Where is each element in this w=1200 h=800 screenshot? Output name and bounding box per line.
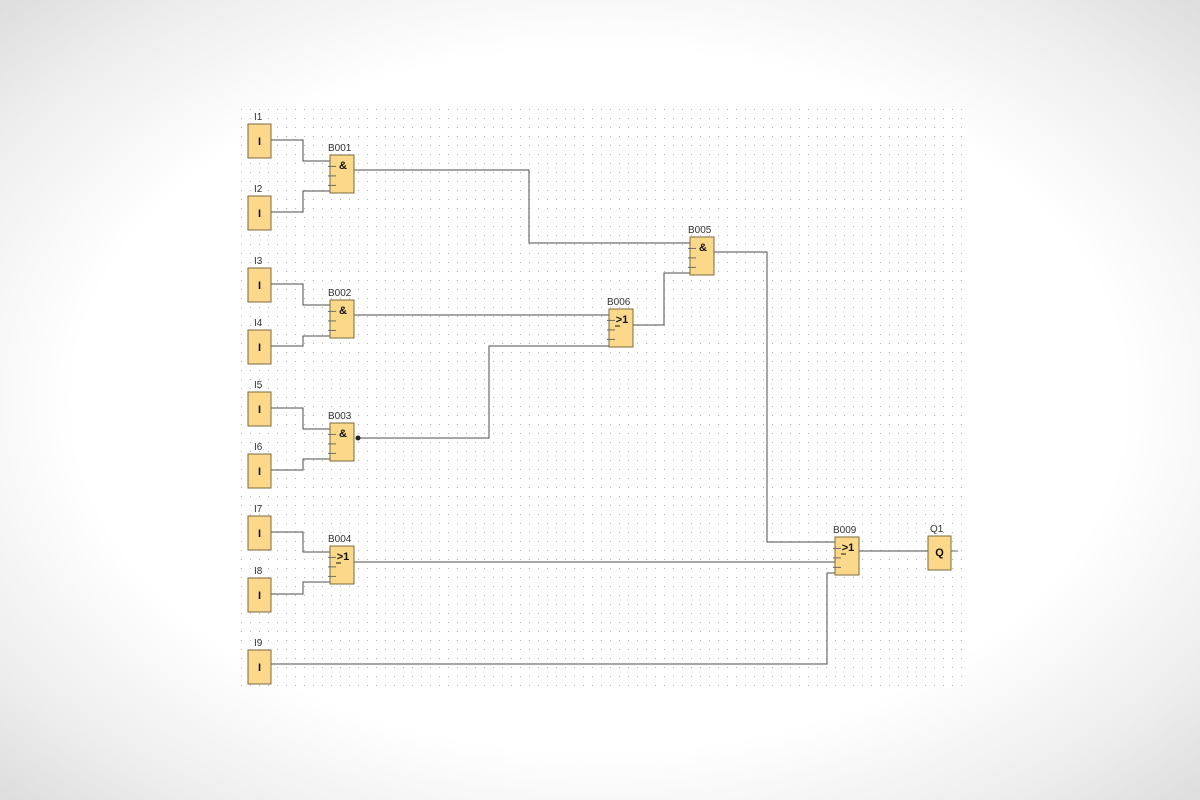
input-label: I9 (254, 638, 263, 649)
wire-b006 (633, 272, 690, 326)
gate-label: B001 (328, 143, 352, 154)
gate-label: B006 (607, 297, 631, 308)
blocks-layer: I1II2II3II4II5II6II7II8II9IB001&B002&B00… (247, 112, 958, 685)
gate-box (329, 422, 355, 462)
gate-block-b001[interactable]: B001 & (328, 143, 355, 194)
gate-box (329, 154, 355, 194)
gate-block-b009[interactable]: B009 >1 (833, 525, 860, 576)
wire-i6 (271, 458, 330, 471)
gate-symbol: & (339, 305, 347, 317)
input-block-i6[interactable]: I6I (247, 442, 272, 489)
gate-symbol: & (339, 160, 347, 172)
gate-box (329, 299, 355, 339)
input-symbol: I (258, 590, 261, 602)
gate-box (689, 236, 715, 276)
wire-i5 (271, 407, 330, 430)
gate-box (329, 545, 355, 585)
gate-block-b002[interactable]: B002 & (328, 288, 355, 339)
output-label: Q1 (930, 524, 944, 535)
wire-i9 (271, 572, 835, 665)
input-box (247, 577, 272, 613)
input-box (247, 329, 272, 365)
input-block-i8[interactable]: I8I (247, 566, 272, 613)
wire-i1 (271, 139, 330, 162)
dot-grid (240, 108, 965, 688)
gate-label: B003 (328, 411, 352, 422)
input-label: I6 (254, 442, 263, 453)
wire-i8 (271, 581, 330, 595)
input-block-i2[interactable]: I2I (247, 184, 272, 231)
gate-box (834, 536, 860, 576)
gate-label: B005 (688, 225, 712, 236)
input-box (247, 123, 272, 159)
input-label: I8 (254, 566, 263, 577)
input-block-i9[interactable]: I9I (247, 638, 272, 685)
wires-layer (271, 139, 928, 665)
input-symbol: I (258, 342, 261, 354)
gate-label: B009 (833, 525, 857, 536)
input-box (247, 515, 272, 551)
gate-symbol: >1 (842, 542, 855, 554)
input-symbol: I (258, 208, 261, 220)
input-symbol: I (258, 528, 261, 540)
gate-block-b004[interactable]: B004 >1 (328, 534, 355, 585)
input-label: I7 (254, 504, 263, 515)
wire-i4 (271, 335, 330, 347)
input-label: I4 (254, 318, 263, 329)
input-block-i5[interactable]: I5I (247, 380, 272, 427)
input-symbol: I (258, 136, 261, 148)
gate-symbol: >1 (337, 551, 350, 563)
input-box (247, 267, 272, 303)
wire-b005 (714, 251, 835, 543)
input-label: I2 (254, 184, 263, 195)
gate-symbol: & (699, 242, 707, 254)
gate-box (608, 308, 634, 348)
wire-i7 (271, 531, 330, 553)
gate-label: B002 (328, 288, 352, 299)
input-symbol: I (258, 404, 261, 416)
input-box (247, 195, 272, 231)
input-symbol: I (258, 280, 261, 292)
wire-b001 (354, 169, 690, 244)
wire-i2 (271, 190, 330, 213)
input-box (247, 391, 272, 427)
input-block-i7[interactable]: I7I (247, 504, 272, 551)
wire-i3 (271, 283, 330, 306)
input-label: I3 (254, 256, 263, 267)
output-box (927, 535, 952, 571)
wire-b003 (358, 345, 609, 439)
junction-dot (355, 435, 361, 441)
input-box (247, 453, 272, 489)
input-block-i4[interactable]: I4I (247, 318, 272, 365)
input-symbol: I (258, 662, 261, 674)
gate-block-b006[interactable]: B006 >1 (607, 297, 634, 348)
input-block-i1[interactable]: I1I (247, 112, 272, 159)
input-label: I1 (254, 112, 263, 123)
output-block-q1[interactable]: Q1Q (927, 524, 958, 571)
input-label: I5 (254, 380, 263, 391)
output-symbol: Q (935, 547, 944, 559)
gate-block-b003[interactable]: B003 & (328, 411, 355, 462)
gate-label: B004 (328, 534, 352, 545)
input-box (247, 649, 272, 685)
input-symbol: I (258, 466, 261, 478)
gate-symbol: >1 (616, 314, 629, 326)
input-block-i3[interactable]: I3I (247, 256, 272, 303)
gate-symbol: & (339, 428, 347, 440)
gate-block-b005[interactable]: B005 & (688, 225, 715, 276)
